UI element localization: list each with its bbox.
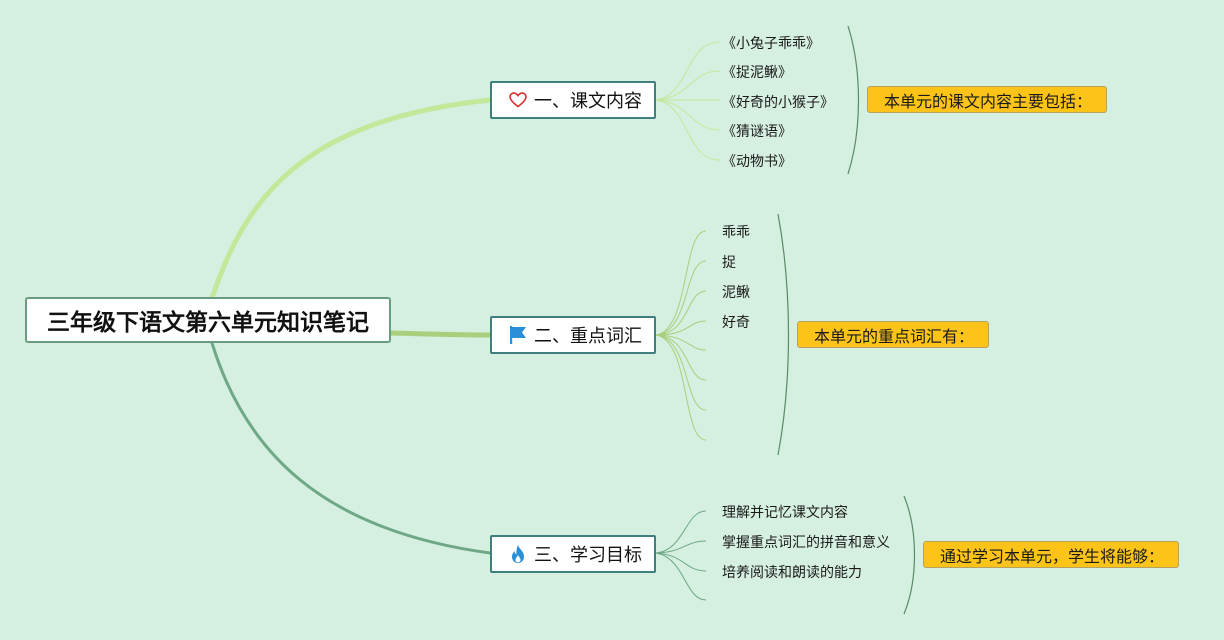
branch-label: 二、重点词汇 — [534, 326, 642, 347]
summary-label: 本单元的重点词汇有： — [814, 326, 975, 346]
leaf-item[interactable]: 《动物书》 — [722, 154, 792, 170]
summary-key-vocabulary[interactable]: 本单元的重点词汇有： — [797, 321, 989, 348]
branch-2-leaf-lines — [655, 230, 707, 441]
summary-label: 通过学习本单元，学生将能够： — [940, 546, 1165, 566]
branch-1-leaf-lines — [655, 41, 721, 161]
leaf-item[interactable]: 培养阅读和朗读的能力 — [722, 565, 862, 581]
summary-course-content[interactable]: 本单元的课文内容主要包括： — [867, 86, 1107, 113]
summary-label: 本单元的课文内容主要包括： — [884, 91, 1093, 111]
branch-1-summary-brace — [847, 25, 860, 175]
branch-2-summary-brace — [777, 213, 790, 456]
branch-3-summary-brace — [903, 495, 916, 615]
root-to-branch-3-line — [210, 341, 492, 555]
branch-label: 一、课文内容 — [534, 91, 642, 112]
heart-icon — [508, 90, 528, 110]
leaf-item[interactable]: 捉 — [722, 255, 736, 271]
root-topic[interactable]: 三年级下语文第六单元知识笔记 — [25, 297, 391, 343]
leaf-item[interactable]: 掌握重点词汇的拼音和意义 — [722, 535, 890, 551]
branch-course-content[interactable]: 一、课文内容 — [490, 81, 656, 119]
root-to-branch-1-line — [209, 97, 493, 301]
summary-learning-goals[interactable]: 通过学习本单元，学生将能够： — [923, 541, 1179, 568]
branch-label: 三、学习目标 — [534, 545, 642, 566]
leaf-item[interactable]: 《小兔子乖乖》 — [722, 36, 820, 52]
leaf-item[interactable]: 好奇 — [722, 315, 750, 331]
root-topic-label: 三年级下语文第六单元知识笔记 — [47, 310, 369, 336]
fire-icon — [508, 544, 528, 564]
branch-key-vocabulary[interactable]: 二、重点词汇 — [490, 316, 656, 354]
leaf-item[interactable]: 乖乖 — [722, 225, 750, 241]
leaf-item[interactable]: 泥鳅 — [722, 285, 750, 301]
leaf-item[interactable]: 《好奇的小猴子》 — [722, 95, 834, 111]
branch-3-leaf-lines — [655, 510, 707, 601]
flag-icon — [508, 325, 528, 345]
leaf-item[interactable]: 《捉泥鳅》 — [722, 65, 792, 81]
branch-learning-goals[interactable]: 三、学习目标 — [490, 535, 656, 573]
leaf-item[interactable]: 《猜谜语》 — [722, 124, 792, 140]
leaf-item[interactable]: 理解并记忆课文内容 — [722, 505, 848, 521]
root-to-branch-2-line — [387, 330, 493, 338]
